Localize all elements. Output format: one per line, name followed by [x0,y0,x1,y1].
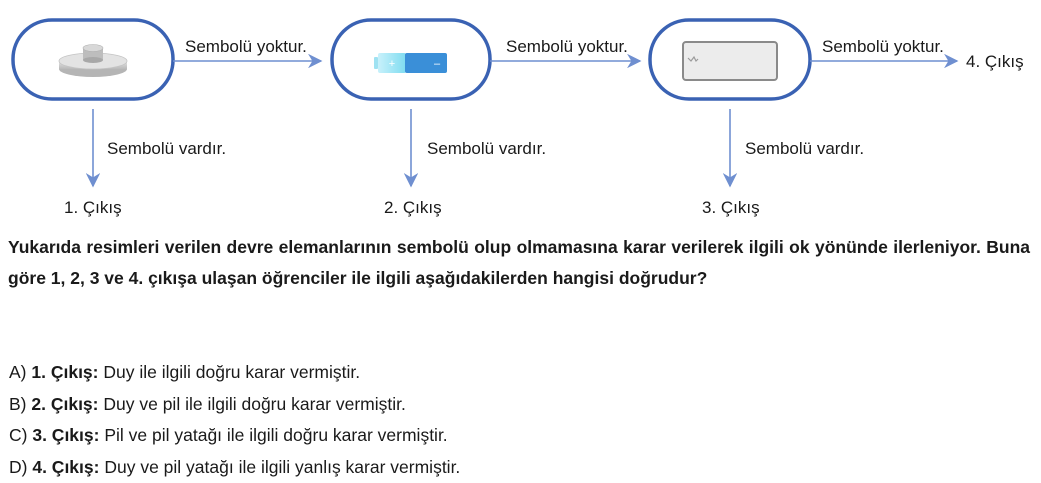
option-letter: C) [9,425,28,445]
element-box-battery: + – [330,18,492,101]
label-no-symbol-2: Sembolü yoktur. [506,37,628,56]
answer-options: A) 1. Çıkış: Duy ile ilgili doğru karar … [9,357,1029,483]
battery-minus-sign: – [434,58,441,70]
option-a[interactable]: A) 1. Çıkış: Duy ile ilgili doğru karar … [9,357,1029,389]
element-box-battery-holder [648,18,812,101]
option-exit: 2. Çıkış: [31,393,99,414]
option-letter: A) [9,362,27,382]
question-text: Yukarıda resimleri verilen devre elemanl… [8,237,1030,288]
option-c[interactable]: C) 3. Çıkış: Pil ve pil yatağı ile ilgil… [9,420,1029,452]
option-text: Pil ve pil yatağı ile ilgili doğru karar… [104,425,448,445]
option-exit: 1. Çıkış: [31,362,99,382]
battery-plus-sign: + [389,58,395,70]
label-has-symbol-3: Sembolü vardır. [745,139,864,158]
battery-holder-icon [682,41,778,81]
option-letter: D) [9,456,28,477]
flow-diagram: + – Sembolü yoktur. Sembolü yoktur. Semb… [11,18,1024,217]
option-b[interactable]: B) 2. Çıkış: Duy ve pil ile ilgili doğru… [9,389,1029,421]
option-exit: 3. Çıkış: [32,425,100,445]
exit-label-2: 2. Çıkış [384,198,442,217]
lamp-socket-icon [58,44,128,77]
label-has-symbol-2: Sembolü vardır. [427,139,546,158]
option-text: Duy ve pil ile ilgili doğru karar vermiş… [103,393,406,414]
option-text: Duy ile ilgili doğru karar vermiştir. [103,362,361,382]
option-letter: B) [9,393,27,414]
battery-icon: + – [374,53,447,73]
option-exit: 4. Çıkış: [32,456,100,477]
option-d[interactable]: D) 4. Çıkış: Duy ve pil yatağı ile ilgil… [9,452,1029,483]
exit-label-4: 4. Çıkış [966,52,1024,71]
label-has-symbol-1: Sembolü vardır. [107,139,226,158]
element-box-socket [11,18,175,101]
label-no-symbol-3: Sembolü yoktur. [822,37,944,56]
exit-label-1: 1. Çıkış [64,198,122,217]
label-no-symbol-1: Sembolü yoktur. [185,37,307,56]
exit-label-3: 3. Çıkış [702,198,760,217]
option-text: Duy ve pil yatağı ile ilgili yanlış kara… [104,456,461,477]
